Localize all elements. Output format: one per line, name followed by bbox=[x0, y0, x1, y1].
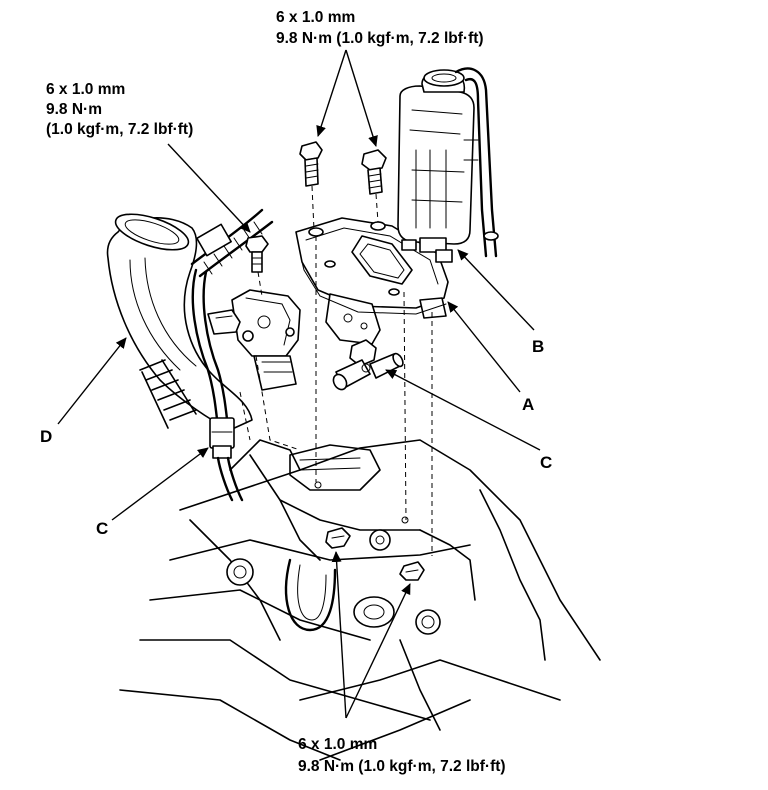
callout-c-right: C bbox=[540, 453, 552, 472]
torque-spec-bottom-size: 6 x 1.0 mm bbox=[298, 736, 377, 753]
bolt-top-right bbox=[361, 149, 387, 195]
callout-a: A bbox=[522, 395, 534, 414]
reservoir-tank-b bbox=[397, 67, 499, 263]
callout-d: D bbox=[40, 427, 52, 446]
wire-harness bbox=[190, 208, 274, 502]
torque-spec-left-conversion: (1.0 kgf·m, 7.2 lbf·ft) bbox=[46, 121, 193, 138]
leader-lines bbox=[57, 49, 541, 719]
torque-spec-bottom: 6 x 1.0 mm 9.8 N·m (1.0 kgf·m, 7.2 lbf·f… bbox=[298, 736, 506, 775]
alignment-lines bbox=[239, 185, 433, 556]
torque-spec-bottom-torque: 9.8 N·m (1.0 kgf·m, 7.2 lbf·ft) bbox=[298, 758, 506, 775]
bolt-bottom-right bbox=[399, 561, 425, 581]
sensor-mount bbox=[207, 289, 301, 391]
bolt-left bbox=[245, 235, 269, 273]
torque-spec-left-size: 6 x 1.0 mm bbox=[46, 81, 125, 98]
engine-block bbox=[119, 439, 601, 761]
bolt-bottom-left bbox=[325, 527, 351, 549]
torque-spec-left-torque: 9.8 N·m bbox=[46, 101, 102, 118]
callout-b: B bbox=[532, 337, 544, 356]
bolt-top-left bbox=[299, 141, 323, 187]
intake-duct bbox=[106, 213, 253, 431]
torque-spec-left: 6 x 1.0 mm 9.8 N·m (1.0 kgf·m, 7.2 lbf·f… bbox=[46, 81, 193, 138]
bolts bbox=[245, 141, 425, 581]
torque-spec-top-torque: 9.8 N·m (1.0 kgf·m, 7.2 lbf·ft) bbox=[276, 30, 484, 47]
torque-spec-top: 6 x 1.0 mm 9.8 N·m (1.0 kgf·m, 7.2 lbf·f… bbox=[276, 9, 484, 47]
torque-spec-top-size: 6 x 1.0 mm bbox=[276, 9, 355, 26]
callout-c-left: C bbox=[96, 519, 108, 538]
mount-c bbox=[332, 339, 404, 391]
